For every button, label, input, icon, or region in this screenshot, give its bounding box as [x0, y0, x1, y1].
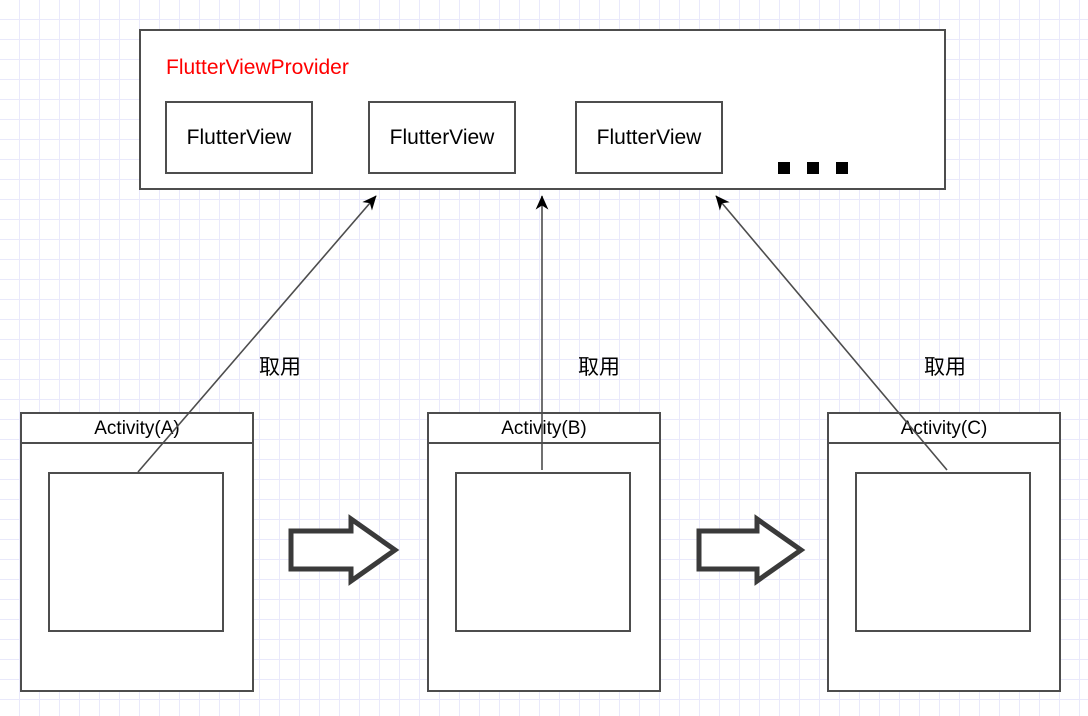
activity-title-a: Activity(A)	[94, 417, 180, 439]
activity-header-c: Activity(C)	[829, 414, 1059, 444]
activity-header-a: Activity(A)	[22, 414, 252, 444]
activity-inner-view-c	[855, 472, 1031, 632]
flutter-view-label-2: FlutterView	[389, 126, 495, 149]
connector-label-a: 取用	[259, 356, 301, 379]
flow-arrow-a-to-b	[288, 514, 400, 586]
activity-header-b: Activity(B)	[429, 414, 659, 444]
activity-box-c: Activity(C)	[827, 412, 1061, 692]
connector-label-b: 取用	[578, 356, 620, 379]
flutter-view-box-2: FlutterView	[368, 101, 516, 174]
flutter-view-provider-box: FlutterViewProvider FlutterView FlutterV…	[139, 29, 946, 190]
provider-title: FlutterViewProvider	[166, 56, 349, 79]
activity-box-b: Activity(B)	[427, 412, 661, 692]
flutter-view-label-1: FlutterView	[186, 126, 292, 149]
ellipsis-dots-icon	[778, 156, 858, 176]
activity-title-c: Activity(C)	[900, 417, 988, 439]
flutter-view-box-3: FlutterView	[575, 101, 723, 174]
ellipsis-dot-2	[807, 162, 819, 174]
activity-box-a: Activity(A)	[20, 412, 254, 692]
activity-inner-view-b	[455, 472, 631, 632]
flow-arrow-b-to-c	[696, 514, 806, 586]
activity-title-b: Activity(B)	[501, 417, 587, 439]
connector-label-c: 取用	[924, 356, 966, 379]
ellipsis-dot-3	[836, 162, 848, 174]
activity-inner-view-a	[48, 472, 224, 632]
flutter-view-box-1: FlutterView	[165, 101, 313, 174]
flutter-view-label-3: FlutterView	[596, 126, 702, 149]
ellipsis-dot-1	[778, 162, 790, 174]
